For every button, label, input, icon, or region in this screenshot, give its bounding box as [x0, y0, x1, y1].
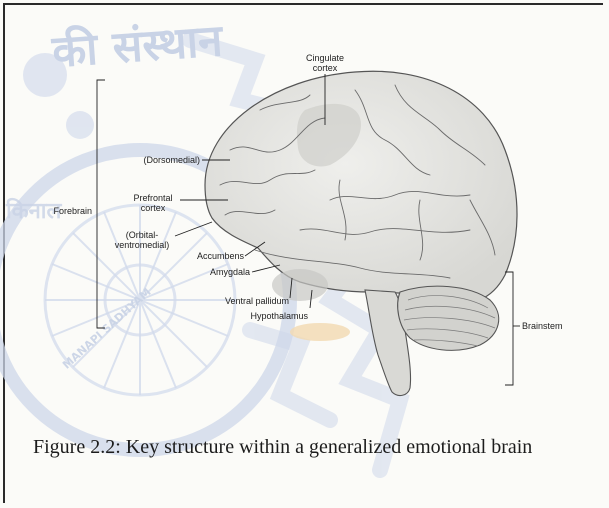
label-dorsomedial: (Dorsomedial): [120, 155, 200, 165]
label-brainstem: Brainstem: [522, 321, 563, 331]
label-orbital-ventromedial: (Orbital- ventromedial): [108, 230, 176, 250]
label-ventral-pallidum: Ventral pallidum: [205, 296, 289, 306]
label-forebrain: Forebrain: [30, 206, 92, 216]
hypothalamus-highlight: [290, 323, 350, 341]
label-prefrontal-cortex: Prefrontal cortex: [128, 193, 178, 213]
label-cingulate-cortex: Cingulate cortex: [295, 53, 355, 73]
label-hypothalamus: Hypothalamus: [236, 311, 308, 321]
label-amygdala: Amygdala: [190, 267, 250, 277]
figure-caption: Figure 2.2: Key structure within a gener…: [33, 432, 573, 462]
label-accumbens: Accumbens: [180, 251, 244, 261]
